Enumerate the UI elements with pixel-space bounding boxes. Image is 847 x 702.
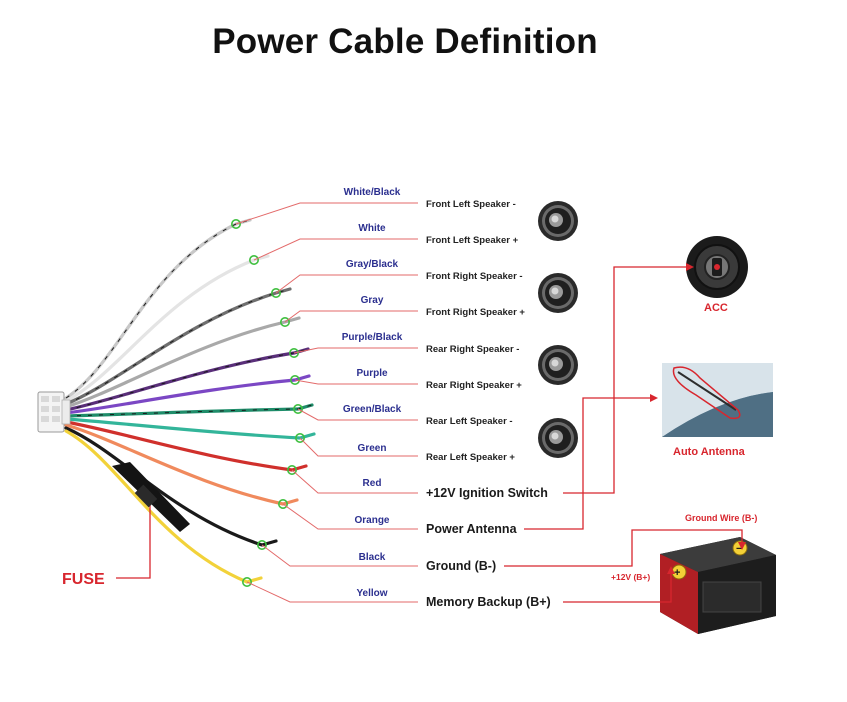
wire-stripe-1	[65, 219, 251, 399]
page-title: Power Cable Definition	[212, 22, 598, 61]
auto-antenna-label: Auto Antenna	[673, 446, 746, 458]
wire-function-label: Rear Left Speaker +	[426, 452, 515, 463]
fuse-callout: FUSE	[62, 493, 151, 588]
inline-fuse-icon	[112, 462, 190, 532]
wire-10	[64, 423, 299, 506]
wire-function-label: Rear Left Speaker -	[426, 416, 513, 427]
leader-line	[294, 379, 418, 385]
leader-line	[275, 274, 418, 294]
wire-color-label: Green	[358, 443, 387, 454]
wire-color-label: Yellow	[356, 588, 387, 599]
antenna-connection-line	[524, 397, 650, 530]
wire-marker	[242, 576, 253, 587]
leader-line	[297, 408, 418, 421]
wire-marker	[249, 255, 260, 266]
wire-color-label: White	[358, 223, 386, 234]
wire-4	[64, 316, 301, 409]
harness-connector-icon	[37, 391, 71, 433]
wire-color-label: Orange	[354, 515, 389, 526]
leader-line	[299, 437, 418, 457]
wire-color-label: Gray	[361, 295, 384, 306]
ground-wire-label: Ground Wire (B-)	[685, 513, 757, 523]
backup-connection-line	[563, 574, 672, 603]
wire-11	[64, 426, 278, 547]
wire-5	[64, 347, 310, 412]
device-connection-lines	[504, 266, 743, 603]
wire-function-label: Front Left Speaker -	[426, 199, 516, 210]
plus12v-label: +12V (B+)	[611, 572, 650, 582]
wire-marker	[270, 287, 281, 298]
wire-stripe-5	[65, 348, 309, 411]
wire-marker	[277, 498, 288, 509]
ground-connection-line	[504, 529, 743, 567]
wire-marker	[286, 464, 297, 475]
wire-stripe-7	[65, 404, 313, 417]
fuse-label: FUSE	[62, 571, 105, 588]
leader-line	[246, 581, 418, 603]
wire-9	[64, 420, 308, 472]
wire-1	[64, 218, 252, 400]
wire-color-label: White/Black	[344, 187, 401, 198]
wire-stripe-3	[65, 288, 291, 405]
wire-function-label: Ground (B-)	[426, 559, 496, 573]
leader-line	[261, 544, 418, 567]
svg-text:+: +	[674, 567, 680, 579]
leader-line	[253, 238, 418, 261]
wire-12	[64, 429, 263, 584]
wire-function-label: +12V Ignition Switch	[426, 486, 548, 500]
wire-6	[64, 374, 311, 415]
wire-function-label: Memory Backup (B+)	[426, 595, 551, 609]
wire-marker	[256, 539, 267, 550]
svg-text:−: −	[736, 543, 742, 555]
wire-marker	[279, 316, 290, 327]
speaker-icon	[538, 418, 578, 458]
wire-function-label: Rear Right Speaker -	[426, 344, 519, 355]
wire-function-label: Front Left Speaker +	[426, 235, 519, 246]
speaker-icon	[538, 345, 578, 385]
acc-label: ACC	[704, 302, 728, 314]
wire-color-label: Purple/Black	[342, 332, 403, 343]
wire-color-label: Gray/Black	[346, 259, 399, 270]
wire-marker	[231, 219, 242, 230]
speaker-icon	[538, 273, 578, 313]
leader-line	[293, 347, 418, 354]
wire-color-label: Black	[359, 552, 386, 563]
wire-8	[64, 417, 316, 440]
wire-marker	[288, 347, 299, 358]
wire-function-label: Power Antenna	[426, 522, 518, 536]
ignition-key-icon	[686, 236, 748, 298]
speaker-icon	[538, 201, 578, 241]
wire-color-label: Green/Black	[343, 404, 402, 415]
wire-function-label: Front Right Speaker -	[426, 271, 523, 282]
acc-connection-line	[563, 266, 686, 494]
wire-function-label: Front Right Speaker +	[426, 307, 525, 318]
line-arrowheads	[650, 263, 746, 574]
wire-color-label: Red	[363, 478, 382, 489]
leader-line	[291, 469, 418, 494]
car-battery-icon: + −	[660, 537, 776, 634]
leader-line	[282, 503, 418, 530]
auto-antenna-icon	[662, 363, 773, 437]
wire-2	[64, 254, 270, 403]
wire-marker	[294, 432, 305, 443]
wire-function-label: Rear Right Speaker +	[426, 380, 522, 391]
wire-color-label: Purple	[356, 368, 388, 379]
wire-marker	[292, 403, 303, 414]
leader-line	[235, 202, 418, 225]
leader-line	[284, 310, 418, 323]
wire-marker	[289, 374, 300, 385]
